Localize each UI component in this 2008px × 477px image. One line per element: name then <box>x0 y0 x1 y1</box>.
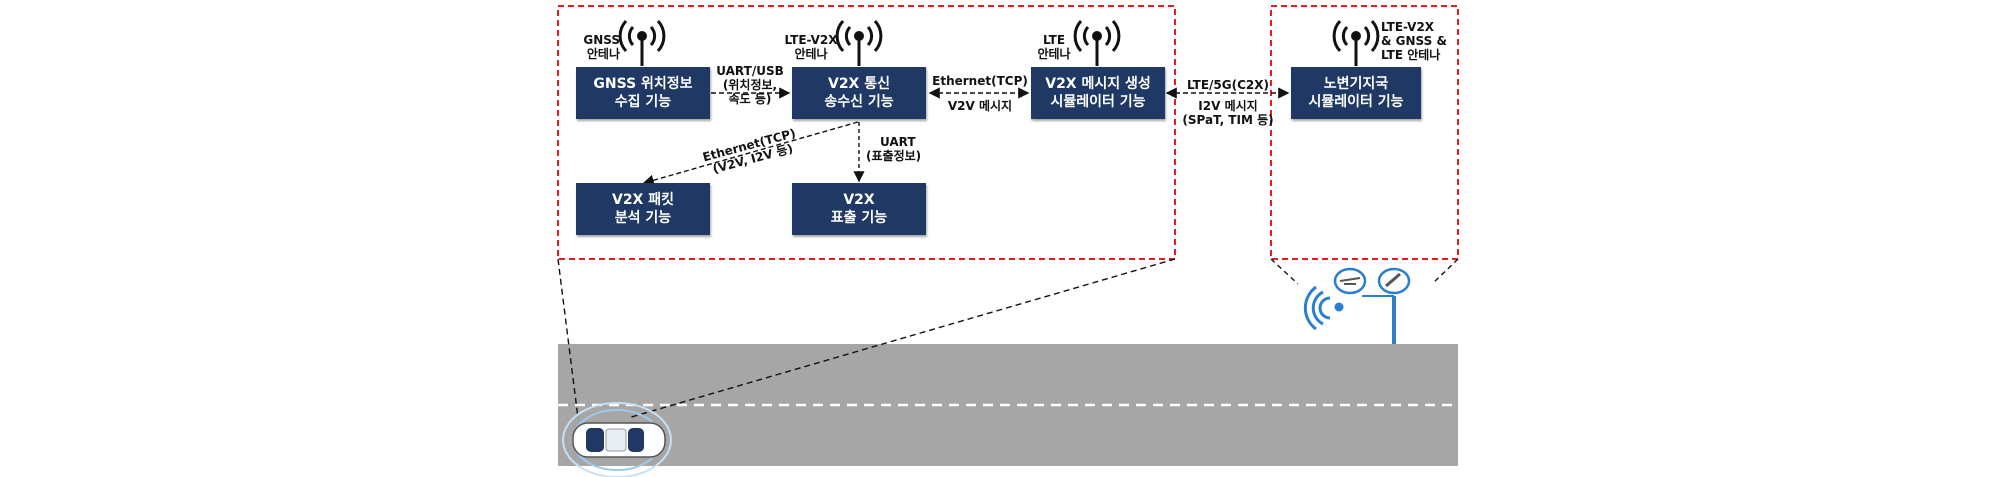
label-line: LTE-V2X <box>784 33 838 47</box>
label-line: LTE/5G(C2X) <box>1186 78 1269 92</box>
box-label: 송수신 기능 <box>824 94 894 110</box>
label-line: UART <box>880 135 916 149</box>
box-label: 표출 기능 <box>830 210 888 226</box>
label-line: (표출정보) <box>866 149 922 163</box>
box-label: 수집 기능 <box>614 94 672 110</box>
label-line: LTE-V2X <box>1381 20 1435 34</box>
box-label: V2X 통신 <box>827 76 890 92</box>
label-line: 안테나 <box>794 47 828 61</box>
antenna-icon <box>1073 19 1121 66</box>
label-line: V2V 메시지 <box>947 99 1013 113</box>
i2v-message-label: I2V 메시지 (SPaT, TIM 등) <box>1172 99 1284 127</box>
label-line: (SPaT, TIM 등) <box>1182 113 1274 127</box>
zoom-line <box>1270 258 1299 285</box>
uart-usb-label: UART/USB (위치정보, 속도 등) <box>712 64 788 106</box>
label-line: & GNSS & <box>1381 34 1447 48</box>
uart-display-label: UART (표출정보) <box>866 135 936 163</box>
box-label: V2X 메시지 생성 <box>1045 76 1151 92</box>
msg-simulator-box: V2X 메시지 생성 시뮬레이터 기능 <box>1031 67 1165 119</box>
zoom-line <box>557 258 579 419</box>
v2v-message-label: V2V 메시지 <box>932 99 1028 113</box>
label-line: (위치정보, <box>722 78 778 92</box>
label-line: LTE 안테나 <box>1381 48 1441 62</box>
lte-antenna-label: LTE 안테나 <box>1030 33 1078 61</box>
lte-v2x-antenna-label: LTE-V2X 안테나 <box>782 33 840 61</box>
antenna-icon <box>835 19 883 66</box>
antenna-icon <box>1332 19 1380 66</box>
roadside-unit-icon <box>1333 267 1411 344</box>
box-label: 노변기지국 <box>1323 76 1389 92</box>
display-box: V2X 표출 기능 <box>792 183 926 235</box>
zoom-line <box>627 258 1176 419</box>
arrow-comm-to-packet <box>642 121 859 186</box>
label-line: I2V 메시지 <box>1198 99 1258 113</box>
rsu-simulator-box: 노변기지국 시뮬레이터 기능 <box>1291 67 1421 119</box>
vehicle-obu-region <box>557 5 1176 260</box>
label-line: 안테나 <box>1037 47 1071 61</box>
gnss-antenna-label: GNSS 안테나 <box>578 33 620 61</box>
box-label: 분석 기능 <box>614 210 672 226</box>
gnss-location-box: GNSS 위치정보 수집 기능 <box>576 67 710 119</box>
packet-analysis-box: V2X 패킷 분석 기능 <box>576 183 710 235</box>
box-label: 시뮬레이터 기능 <box>1050 94 1146 110</box>
label-line: Ethernet(TCP) <box>932 74 1028 88</box>
rsu-region <box>1270 5 1459 260</box>
box-label: GNSS 위치정보 <box>593 76 693 92</box>
v2x-comm-box: V2X 통신 송수신 기능 <box>792 67 926 119</box>
zoom-line <box>1431 258 1459 285</box>
label-line: LTE <box>1042 33 1066 47</box>
rsu-antenna-label: LTE-V2X & GNSS & LTE 안테나 <box>1381 20 1457 62</box>
label-line: 속도 등) <box>728 92 772 106</box>
box-label: V2X 패킷 <box>611 192 674 208</box>
car-icon <box>562 402 672 477</box>
box-label: V2X <box>843 192 875 208</box>
ethernet-tcp-label: Ethernet(TCP) <box>932 74 1028 88</box>
antenna-icon <box>618 19 666 66</box>
label-line: GNSS <box>583 33 620 47</box>
lte-5g-label: LTE/5G(C2X) <box>1172 78 1284 92</box>
box-label: 시뮬레이터 기능 <box>1308 94 1404 110</box>
wireless-signal-icon <box>1303 285 1344 331</box>
label-line: UART/USB <box>716 64 784 78</box>
label-line: 안테나 <box>586 47 620 61</box>
